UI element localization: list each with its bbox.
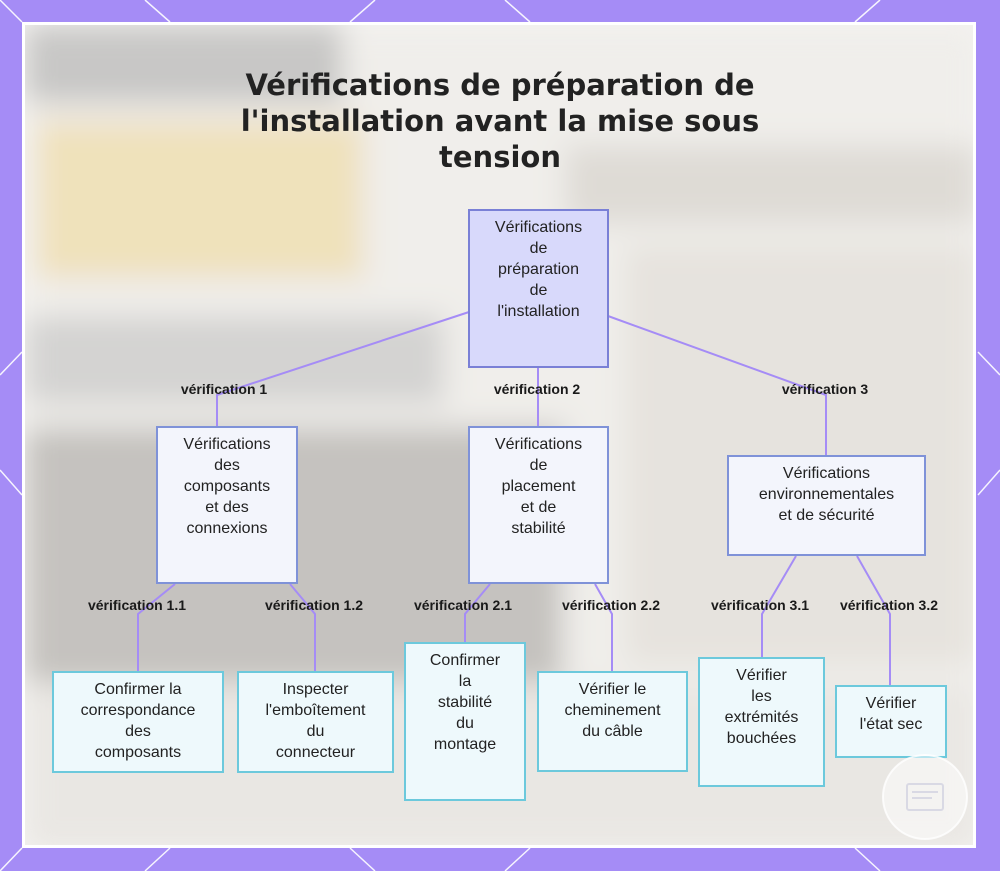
edge-c1-l11 [137,583,176,671]
edge-c3-l31 [761,555,797,657]
node-placement-stability: Vérifications de placement et de stabili… [468,426,609,584]
node-root: Vérifications de préparation de l'instal… [468,209,609,368]
edge-label-2-2: vérification 2.2 [561,597,661,613]
node-connector-fit: Inspecter l'emboîtement du connecteur [237,671,394,773]
node-dry-state: Vérifier l'état sec [835,685,947,758]
edge-root-c1 [216,311,470,426]
edge-label-2-1: vérification 2.1 [413,597,513,613]
edge-label-1: vérification 1 [180,381,268,397]
node-capped-ends: Vérifier les extrémités bouchées [698,657,825,787]
edge-label-2: vérification 2 [493,381,581,397]
node-environment-safety: Vérifications environnementales et de sé… [727,455,926,556]
page-title: Vérifications de préparation de l'instal… [240,68,760,174]
node-components-connections: Vérifications des composants et des conn… [156,426,298,584]
edge-c2-l21 [464,583,491,642]
edge-root-c3 [607,315,827,455]
logo-icon [882,754,968,840]
edge-label-3: vérification 3 [781,381,869,397]
edge-c3-l32 [856,555,891,685]
edge-label-1-2: vérification 1.2 [264,597,364,613]
edge-label-1-1: vérification 1.1 [87,597,187,613]
edge-c2-l22 [594,583,613,671]
node-component-match: Confirmer la correspondance des composan… [52,671,224,773]
node-cable-routing: Vérifier le cheminement du câble [537,671,688,772]
edge-label-3-1: vérification 3.1 [710,597,810,613]
node-mount-stability: Confirmer la stabilité du montage [404,642,526,801]
edge-c1-l12 [289,583,316,671]
edge-label-3-2: vérification 3.2 [839,597,939,613]
